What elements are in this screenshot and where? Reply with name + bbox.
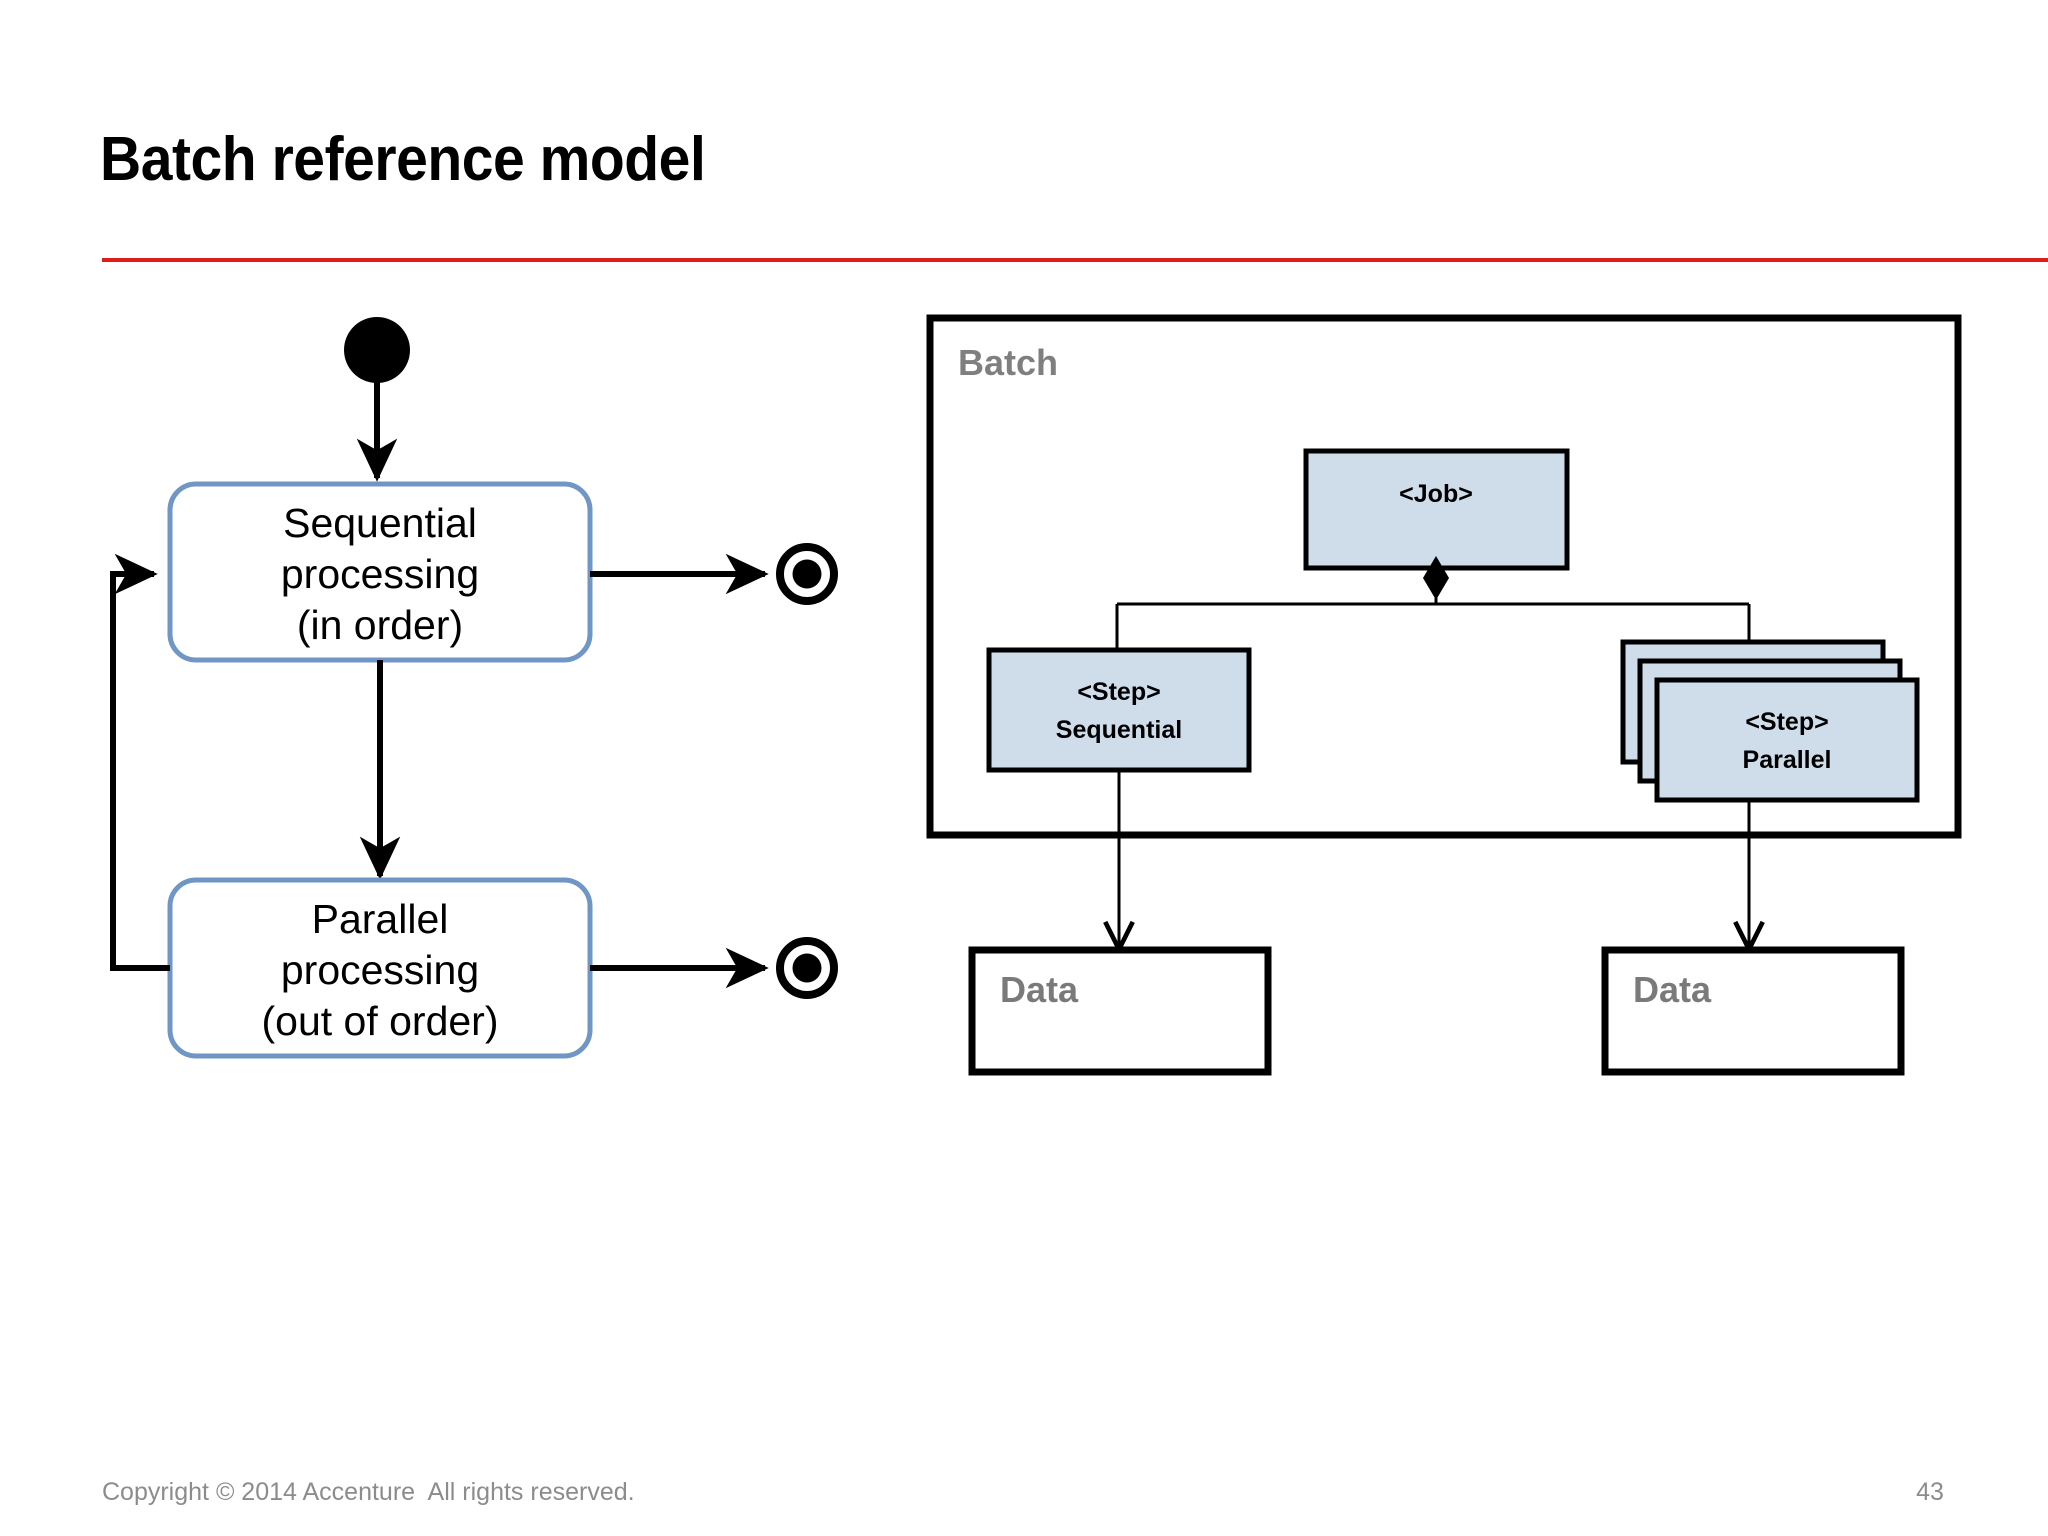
parallel-state-line1: Parallel — [312, 896, 449, 942]
step-parallel-box-rect-front[interactable] — [1654, 677, 1920, 803]
data-right-label: Data — [1633, 969, 1712, 1010]
final-node-parallel — [776, 937, 838, 999]
job-class-box[interactable]: <Job> — [1303, 448, 1570, 571]
page-title: Batch reference model — [100, 125, 706, 194]
data-right-box-rect[interactable] — [1601, 946, 1905, 1076]
batch-frame — [926, 314, 1962, 839]
job-box-rect[interactable] — [1303, 448, 1570, 571]
parallel-state-line2: processing — [281, 947, 479, 993]
step-sequential-line1: <Step> — [1077, 678, 1160, 706]
step-sequential-class-box[interactable]: <Step> Sequential — [986, 647, 1252, 773]
final-node-sequential — [776, 543, 838, 605]
step-sequential-box-rect[interactable] — [986, 647, 1252, 773]
data-left-box-rect[interactable] — [968, 946, 1272, 1076]
parallel-state-line3: (out of order) — [262, 998, 499, 1044]
sequential-state-line2: processing — [281, 551, 479, 597]
composition-diamond-icon — [1423, 556, 1449, 600]
footer-page-number: 43 — [1916, 1478, 1944, 1506]
sequential-state-line1: Sequential — [283, 500, 477, 546]
sequential-state-line3: (in order) — [297, 602, 463, 648]
batch-class-diagram: Batch <Job> <Step> Sequential — [926, 314, 1962, 1076]
data-left-label: Data — [1000, 969, 1079, 1010]
start-node — [344, 317, 410, 383]
step-parallel-line1: <Step> — [1745, 708, 1828, 736]
data-right-box[interactable]: Data — [1601, 946, 1905, 1076]
step-parallel-line2: Parallel — [1743, 746, 1832, 774]
sequential-processing-state[interactable]: Sequential processing (in order) — [167, 481, 593, 663]
data-left-box[interactable]: Data — [968, 946, 1272, 1076]
step-parallel-class-box-stack[interactable]: <Step> Parallel — [1620, 639, 1920, 803]
footer-copyright: Copyright © 2014 Accenture All rights re… — [102, 1478, 635, 1506]
parallel-processing-state[interactable]: Parallel processing (out of order) — [167, 877, 593, 1059]
batch-frame-label: Batch — [958, 342, 1058, 383]
state-machine-diagram: Sequential processing (in order) Paralle… — [110, 317, 838, 1059]
title-divider-rule — [102, 258, 2048, 262]
step-sequential-line2: Sequential — [1056, 716, 1182, 744]
job-box-label: <Job> — [1399, 480, 1473, 508]
transition-parallel-to-sequential-loop — [110, 553, 170, 971]
